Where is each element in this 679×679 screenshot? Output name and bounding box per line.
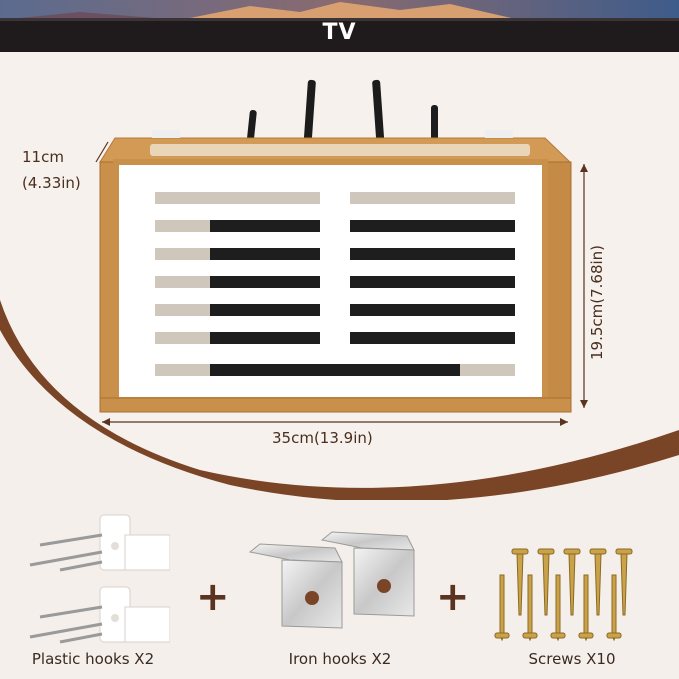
depth-dimension: 11cm (4.33in) xyxy=(22,144,81,196)
depth-in: (4.33in) xyxy=(22,174,81,192)
tv-banner xyxy=(0,0,679,52)
router-box xyxy=(95,79,588,426)
plastic-hooks-label: Plastic hooks X2 xyxy=(31,650,155,668)
iron-hook-icon xyxy=(248,531,415,629)
plus-sign: + xyxy=(436,574,470,620)
height-dimension: 19.5cm(7.68in) xyxy=(588,244,606,360)
iron-hooks-label: Iron hooks X2 xyxy=(288,650,392,668)
depth-cm: 11cm xyxy=(22,148,64,166)
screws-label: Screws X10 xyxy=(528,650,616,668)
width-dimension: 35cm(13.9in) xyxy=(272,429,373,447)
screw-icon xyxy=(494,548,633,642)
tv-label: TV xyxy=(322,20,357,45)
plastic-hook-icon xyxy=(29,514,170,644)
plus-sign: + xyxy=(196,574,230,620)
